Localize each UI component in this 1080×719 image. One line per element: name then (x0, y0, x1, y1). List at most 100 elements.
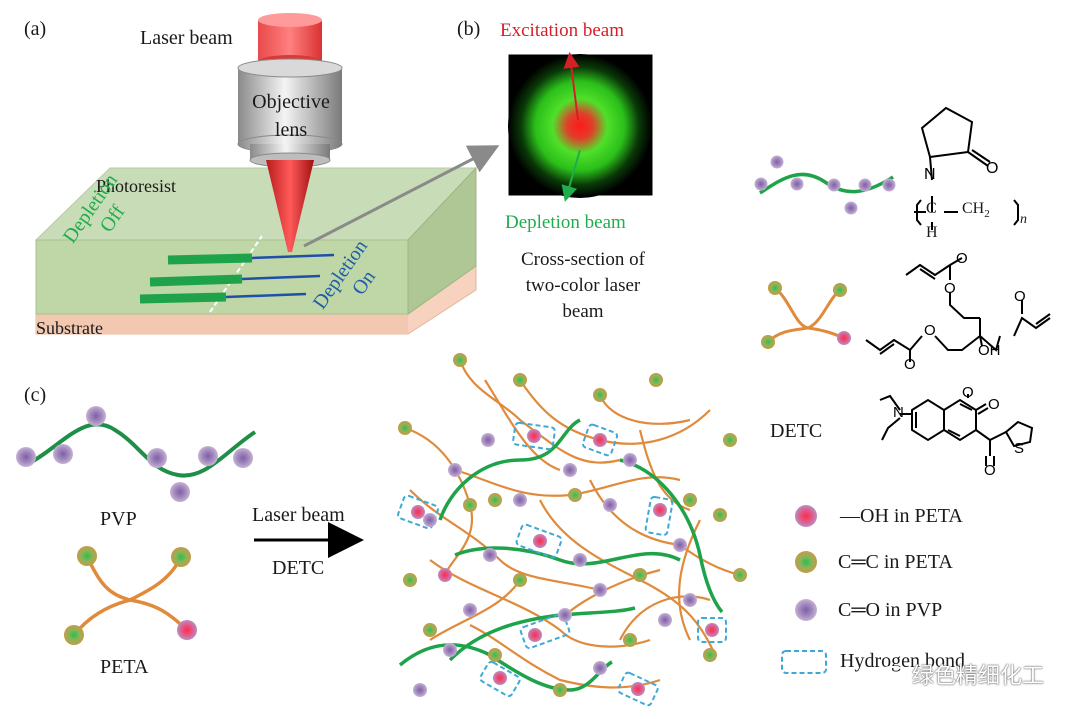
depletion-beam-label: Depletion beam (505, 212, 626, 233)
zoom-arrow (303, 145, 500, 248)
legend-hbond-label: Hydrogen bond (840, 650, 965, 672)
network-node-oh (653, 503, 667, 517)
network-node-cc (593, 388, 607, 402)
network-node-oh (527, 429, 541, 443)
network-node-cc (398, 421, 412, 435)
focused-beam-cone (266, 160, 314, 252)
wechat-icon (880, 666, 906, 689)
network-node-co (423, 513, 437, 527)
network-node-cc (723, 433, 737, 447)
network-node-co (593, 583, 607, 597)
network-node-co (603, 498, 617, 512)
network-node-cc (703, 648, 717, 662)
pvp-formula-icon (914, 106, 1019, 230)
peta-molecule-large (64, 546, 197, 645)
network-node-co (448, 463, 462, 477)
excitation-arrow (563, 52, 580, 121)
photoresist-label: Photoresist (96, 176, 177, 196)
panel-c-label: (c) (24, 384, 47, 406)
network-node-cc (623, 633, 637, 647)
objective-lens-icon (237, 58, 343, 168)
network-node-cc (423, 623, 437, 637)
arrow-top-label: Laser beam (252, 504, 345, 526)
pvp-label: PVP (100, 508, 137, 530)
legend-oh-label: —OH in PETA (840, 505, 963, 527)
peta-o-1: O (956, 250, 968, 267)
panel-b-label: (b) (457, 18, 481, 40)
detc-n-atom: N (893, 404, 904, 421)
beam-cross-section (508, 54, 652, 198)
network-node-co (683, 593, 697, 607)
pvp-n-subscript: n (1020, 212, 1027, 227)
peta-formula-icon (865, 257, 1051, 362)
network-node-oh (438, 568, 452, 582)
network-node-cc (683, 493, 697, 507)
legend-oh-symbol (795, 505, 817, 527)
network-node-cc (649, 373, 663, 387)
pvp-o-atom: O (986, 160, 999, 177)
pvp-network (398, 418, 724, 692)
peta-label: PETA (100, 656, 149, 678)
network-node-cc (633, 568, 647, 582)
legend-co-label: C═O in PVP (838, 599, 943, 621)
pvp-chain-large (16, 406, 257, 502)
written-lines-on (225, 253, 335, 299)
peta-o-3: O (924, 322, 936, 339)
network-node-co (413, 683, 427, 697)
detc-formula-icon (879, 394, 1034, 466)
detc-o-1: O (962, 384, 974, 401)
legend-cc-label: C═C in PETA (838, 551, 953, 573)
network-node-cc (568, 488, 582, 502)
written-lines-off (139, 253, 253, 304)
network-node-cc (713, 508, 727, 522)
network-node-cc (403, 573, 417, 587)
network-node-co (623, 453, 637, 467)
peta-o-4: O (904, 356, 916, 373)
network-node-oh (411, 505, 425, 519)
network-nodes (398, 353, 747, 697)
network-node-co (481, 433, 495, 447)
network-node-oh (705, 623, 719, 637)
network-node-co (513, 493, 527, 507)
pvp-h-atom: H (926, 224, 938, 241)
detc-o-3: O (984, 462, 996, 479)
peta-oh: OH (978, 342, 1001, 359)
network-node-cc (463, 498, 477, 512)
network-node-cc (513, 373, 527, 387)
pvp-ch-group: CH2 (962, 200, 990, 221)
network-node-co (593, 661, 607, 675)
network-node-cc (488, 493, 502, 507)
network-node-co (658, 613, 672, 627)
detc-o-2: O (988, 396, 1000, 413)
network-node-co (558, 608, 572, 622)
detc-label: DETC (770, 420, 823, 442)
arrow-bottom-label: DETC (272, 557, 325, 579)
laser-beam-label: Laser beam (140, 27, 233, 49)
pvp-chain-small (754, 155, 896, 215)
substrate-label: Substrate (36, 318, 103, 338)
legend-hbond-symbol (781, 650, 827, 674)
network-node-co (443, 643, 457, 657)
panel-a-label: (a) (24, 18, 47, 40)
network-node-co (563, 463, 577, 477)
depletion-divider (209, 235, 263, 313)
network-node-cc (453, 353, 467, 367)
hbond-boxes (397, 421, 727, 707)
network-node-oh (533, 534, 547, 548)
legend-co-symbol (795, 599, 817, 621)
network-node-cc (733, 568, 747, 582)
network-node-co (673, 538, 687, 552)
peta-o-2: O (944, 280, 956, 297)
network-node-co (573, 553, 587, 567)
network-node-cc (513, 573, 527, 587)
network-node-oh (631, 682, 645, 696)
network-node-cc (488, 648, 502, 662)
detc-s-atom: S (1014, 440, 1025, 457)
network-node-oh (493, 671, 507, 685)
network-node-cc (553, 683, 567, 697)
watermark: 绿色精细化工 (880, 658, 1044, 690)
legend-cc-symbol (795, 551, 817, 573)
network-node-co (483, 548, 497, 562)
